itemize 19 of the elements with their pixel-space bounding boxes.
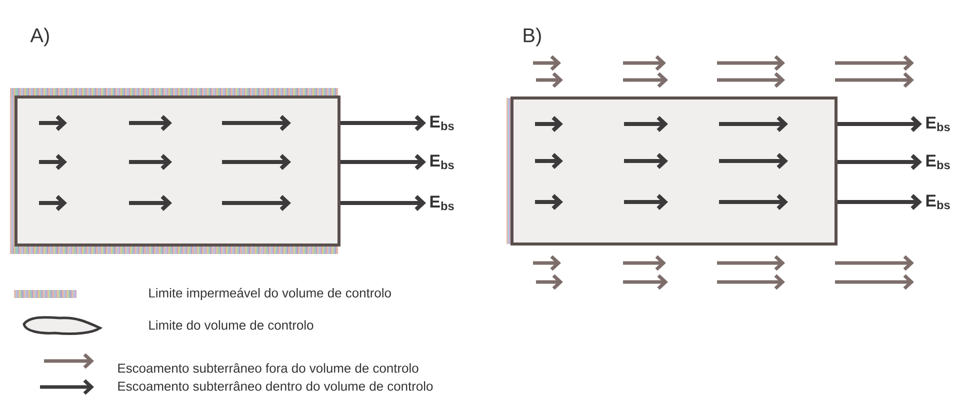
flow-label: E$_{bs}$: [430, 196, 454, 210]
arrow: [340, 154, 426, 170]
flow-label: E$_{bs}$: [926, 194, 950, 210]
arrow: [340, 115, 426, 131]
legend-text: Escoamento subterrâneo fora do volume de controlo: [118, 363, 418, 373]
panel-label: B): [524, 28, 541, 46]
arrow: [838, 194, 922, 210]
flow-label: E$_{bs}$: [430, 154, 454, 170]
legend-text: Escoamento subterrâneo dentro do volume de controlo: [118, 381, 433, 391]
arrow: [838, 116, 922, 132]
panel-label: A): [30, 28, 49, 46]
legend-text: Limite impermeável do volume de controlo: [149, 288, 391, 300]
arrow: [340, 195, 426, 211]
flow-label: E$_{bs}$: [430, 116, 454, 130]
flow-label: E$_{bs}$: [926, 154, 950, 170]
flow-label: E$_{bs}$: [926, 116, 950, 132]
arrow: [838, 154, 922, 170]
control-volume-box: [510, 96, 838, 246]
legend-text: Limite do volume de controlo: [149, 320, 314, 330]
